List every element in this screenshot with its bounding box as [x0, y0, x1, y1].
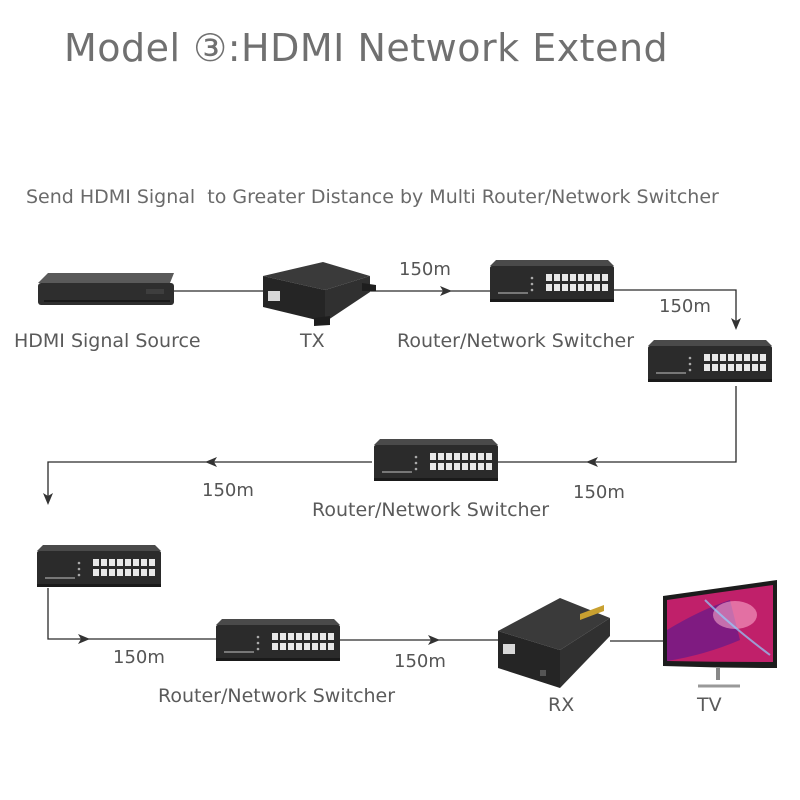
rx-device [498, 598, 610, 688]
network-switch [37, 545, 161, 587]
network-switch [216, 619, 340, 661]
tv-device [663, 580, 777, 688]
label-tv: TV [697, 694, 722, 716]
distance-label: 150m [573, 482, 625, 503]
label-rx: RX [548, 694, 575, 716]
distance-label: 150m [202, 480, 254, 501]
network-switch [374, 439, 498, 481]
distance-label: 150m [113, 647, 165, 668]
distance-label: 150m [659, 296, 711, 317]
label-switch-3: Router/Network Switcher [312, 499, 550, 521]
label-switch-5: Router/Network Switcher [158, 685, 396, 707]
distance-label: 150m [394, 651, 446, 672]
network-switch [490, 260, 614, 302]
tx-device [263, 262, 376, 326]
label-hdmi-source: HDMI Signal Source [14, 330, 201, 352]
page-subtitle: Send HDMI Signal to Greater Distance by … [26, 186, 719, 208]
label-tx: TX [300, 330, 325, 352]
label-switch-1: Router/Network Switcher [397, 330, 635, 352]
distance-label: 150m [399, 259, 451, 280]
network-switch [648, 340, 772, 382]
cable-lines [47, 289, 737, 642]
hdmi-source-device [38, 273, 174, 305]
page-title: Model ③:HDMI Network Extend [64, 26, 669, 70]
